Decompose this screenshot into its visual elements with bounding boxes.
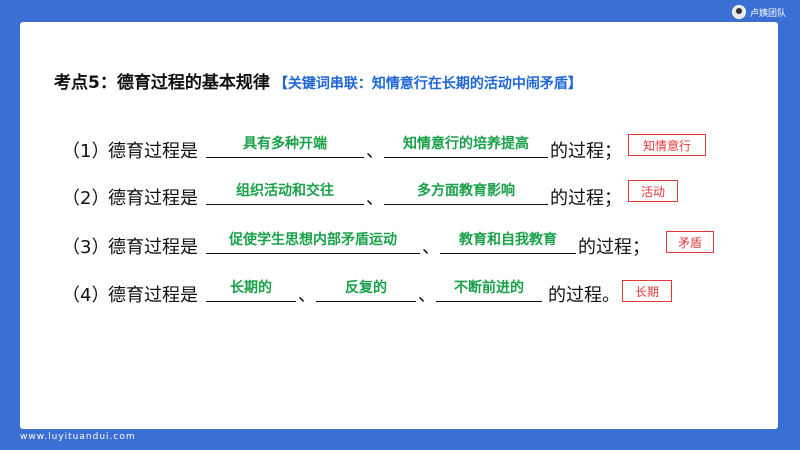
slide-card xyxy=(20,22,778,429)
brand-logo: 卢姨团队 xyxy=(731,4,786,20)
answer-text: 具有多种开端 xyxy=(243,136,327,152)
blank-line xyxy=(384,157,548,158)
separator: 、 xyxy=(366,141,384,162)
blank-line xyxy=(206,253,420,254)
blank-line xyxy=(206,301,296,302)
brand-name: 卢姨团队 xyxy=(749,8,786,19)
keyword-tag: 活动 xyxy=(628,180,678,202)
row-tail: 的过程； xyxy=(578,237,650,258)
answer-text: 多方面教育影响 xyxy=(417,183,515,199)
answer-text: 长期的 xyxy=(230,280,272,296)
row-lead: 德育过程是 xyxy=(108,285,198,306)
title-keywords: 【关键词串联：知情意行在长期的活动中闹矛盾】 xyxy=(273,76,582,92)
avatar xyxy=(731,5,746,19)
answer-text: 教育和自我教育 xyxy=(459,232,557,248)
row-lead: 德育过程是 xyxy=(108,237,198,258)
row-number: （4） xyxy=(62,285,110,306)
answer-text: 不断前进的 xyxy=(454,280,524,296)
separator: 、 xyxy=(366,188,384,209)
row-number: （2） xyxy=(62,188,110,209)
separator: 、 xyxy=(418,285,436,306)
separator: 、 xyxy=(422,237,440,258)
row-lead: 德育过程是 xyxy=(108,141,198,162)
row-tail: 的过程； xyxy=(550,188,622,209)
slide-title: 考点5：德育过程的基本规律 【关键词串联：知情意行在长期的活动中闹矛盾】 xyxy=(54,68,582,93)
row-tail: 的过程。 xyxy=(548,285,620,306)
blank-line xyxy=(206,204,364,205)
footer-url: www.luyituandui.com xyxy=(20,432,136,442)
row-lead: 德育过程是 xyxy=(108,188,198,209)
answer-text: 组织活动和交往 xyxy=(236,183,334,199)
answer-text: 反复的 xyxy=(345,280,387,296)
blank-line xyxy=(384,204,548,205)
keyword-tag: 知情意行 xyxy=(628,134,706,156)
answer-text: 促使学生思想内部矛盾运动 xyxy=(229,232,397,248)
blank-line xyxy=(436,301,542,302)
row-tail: 的过程； xyxy=(550,141,622,162)
row-number: （1） xyxy=(62,141,110,162)
blank-line xyxy=(316,301,416,302)
keyword-tag: 矛盾 xyxy=(666,231,714,253)
answer-text: 知情意行的培养提高 xyxy=(403,136,529,152)
keyword-tag: 长期 xyxy=(622,280,672,302)
row-number: （3） xyxy=(62,237,110,258)
separator: 、 xyxy=(298,285,316,306)
title-main: 考点5：德育过程的基本规律 xyxy=(54,73,270,93)
blank-line xyxy=(440,253,576,254)
blank-line xyxy=(206,157,364,158)
